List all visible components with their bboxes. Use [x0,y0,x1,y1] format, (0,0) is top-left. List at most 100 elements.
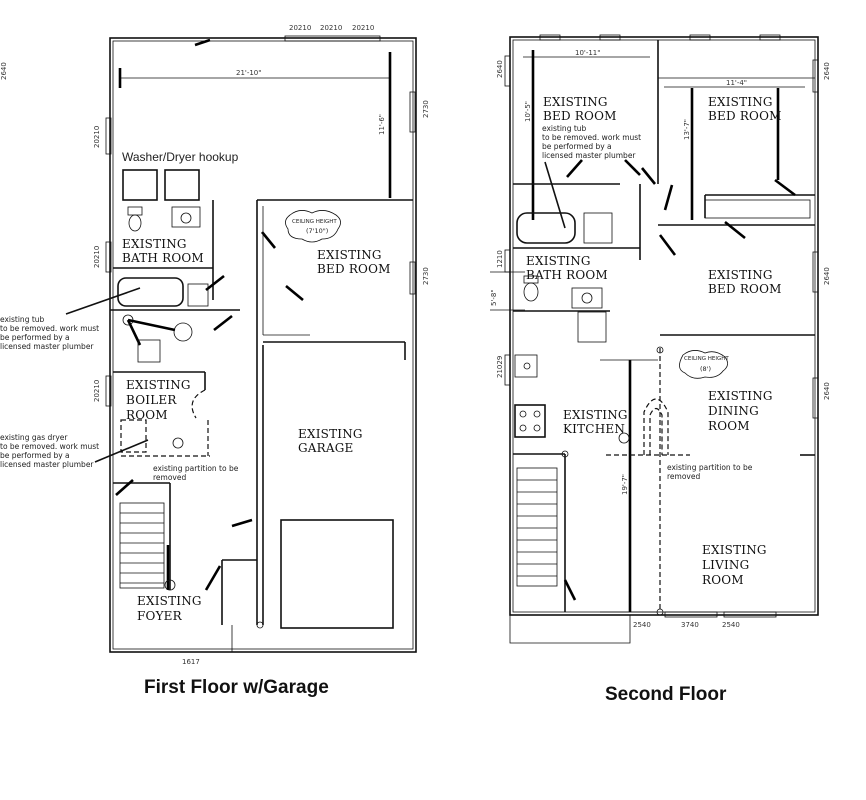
toilet [127,206,143,216]
second-side-2: 2640 [823,267,831,285]
washer [122,169,158,201]
first-dim-width: 21'-10" [236,69,261,77]
note-tub-2: to be removed. work must [0,324,99,333]
second-dim-left: 10'-11" [575,49,600,57]
room-garage-2: GARAGE [298,441,354,455]
gas-dryer-removed [120,419,147,453]
second-dining-1: EXISTING [708,389,773,403]
second-bathtub [516,212,576,244]
second-dining-3: ROOM [708,419,750,433]
second-kitchen-2: KITCHEN [563,422,625,436]
second-bed1-1: EXISTING [543,95,608,109]
second-note-partition-2: removed [667,472,700,481]
second-dim-v3: 5'-8" [490,289,498,306]
side-label-5: 2730 [422,100,430,118]
side-label-4: 20210 [93,380,101,402]
second-ceiling-cloud [679,350,728,379]
ceiling-height-value: (7'10") [306,227,328,235]
top-windows [284,35,381,42]
room-foyer-1: EXISTING [137,594,202,608]
arch-opening [643,398,669,455]
second-bed2-1: EXISTING [708,95,773,109]
note-tub-4: licensed master plumber [0,342,94,351]
note-tub-3: be performed by a [0,333,70,342]
second-floor-plan: 10'-11" 11'-4" 10'-5" 13'-7" 5'-8" [490,34,831,644]
second-sink [571,287,603,309]
room-bed-2: BED ROOM [317,262,391,276]
second-note-tub-1: existing tub [542,124,587,133]
second-side-3: 2640 [823,382,831,400]
room-boiler-3: ROOM [126,408,168,422]
second-bed1-2: BED ROOM [543,109,617,123]
boiler [173,322,193,342]
second-note-partition-1: existing partition to be [667,463,753,472]
room-foyer-2: FOYER [137,609,183,623]
side-label-6: 2730 [422,267,430,285]
side-label-3: 20210 [93,246,101,268]
note-dryer-arrow [94,439,149,463]
second-ceiling-label: CEILING HEIGHT [684,356,729,362]
note-dryer-1: existing gas dryer [0,433,68,442]
room-boiler-2: BOILER [126,393,177,407]
room-bed-1: EXISTING [317,248,382,262]
second-kitchen-1: EXISTING [563,408,628,422]
note-tub-arrow [65,287,141,315]
second-floor-caption: Second Floor [605,684,727,705]
garage-door [280,519,394,629]
room-bath-1: EXISTING [122,237,187,251]
second-note-tub-4: licensed master plumber [542,151,636,160]
second-side-1: 2640 [823,62,831,80]
washer-dryer-label: Washer/Dryer hookup [122,150,239,164]
second-bottom-1: 2540 [633,621,651,629]
second-side-4: 2640 [496,60,504,78]
room-garage-1: EXISTING [298,427,363,441]
second-toilet [523,282,539,302]
second-living-3: ROOM [702,573,744,587]
second-floor-stairs [516,467,558,587]
note-tub-1: existing tub [0,315,45,324]
first-floor-plan: 20210 20210 20210 21'-10" 11'-6" Washer/… [0,24,430,666]
first-dim-height: 11'-6" [378,114,386,135]
second-bottom-2: 3740 [681,621,699,629]
bottom-label-1617: 1617 [182,658,200,666]
second-side-5: 1210 [496,250,504,268]
bathtub [117,277,184,307]
note-dryer-2: to be removed. work must [0,442,99,451]
top-label-2: 20210 [320,24,342,32]
second-side-6: 21029 [496,356,504,378]
first-floor-caption: First Floor w/Garage [144,677,329,698]
first-floor-outline [109,37,417,653]
second-dim-v4: 19'-7" [621,474,629,495]
sink [171,206,201,228]
top-label-3: 20210 [352,24,374,32]
side-label-1: 20210 [93,126,101,148]
dryer [164,169,200,201]
second-dining-2: DINING [708,404,759,418]
top-label-1: 20210 [289,24,311,32]
first-floor-stairs [119,502,170,590]
second-note-tub-3: be performed by a [542,142,612,151]
note-dryer-4: licensed master plumber [0,460,94,469]
room-boiler-1: EXISTING [126,378,191,392]
room-bath-2: BATH ROOM [122,251,204,265]
second-dim-v1: 10'-5" [524,101,532,122]
second-bed3-1: EXISTING [708,268,773,282]
stove [514,404,546,438]
ceiling-height-label: CEILING HEIGHT [292,219,337,225]
second-ceiling-value: (8') [700,365,711,373]
second-dim-v2: 13'-7" [683,119,691,140]
second-living-1: EXISTING [702,543,767,557]
second-note-tub-2: to be removed. work must [542,133,641,142]
ceiling-height-cloud [285,210,341,243]
note-partition-2: removed [153,473,186,482]
side-label-2: 2640 [0,62,8,80]
second-bed2-2: BED ROOM [708,109,782,123]
second-note-tub-arrow [544,161,566,229]
second-bed3-2: BED ROOM [708,282,782,296]
second-dim-right: 11'-4" [726,79,747,87]
second-living-2: LIVING [702,558,749,572]
second-bath-2: BATH ROOM [526,268,608,282]
note-partition-1: existing partition to be [153,464,239,473]
second-bottom-3: 2540 [722,621,740,629]
